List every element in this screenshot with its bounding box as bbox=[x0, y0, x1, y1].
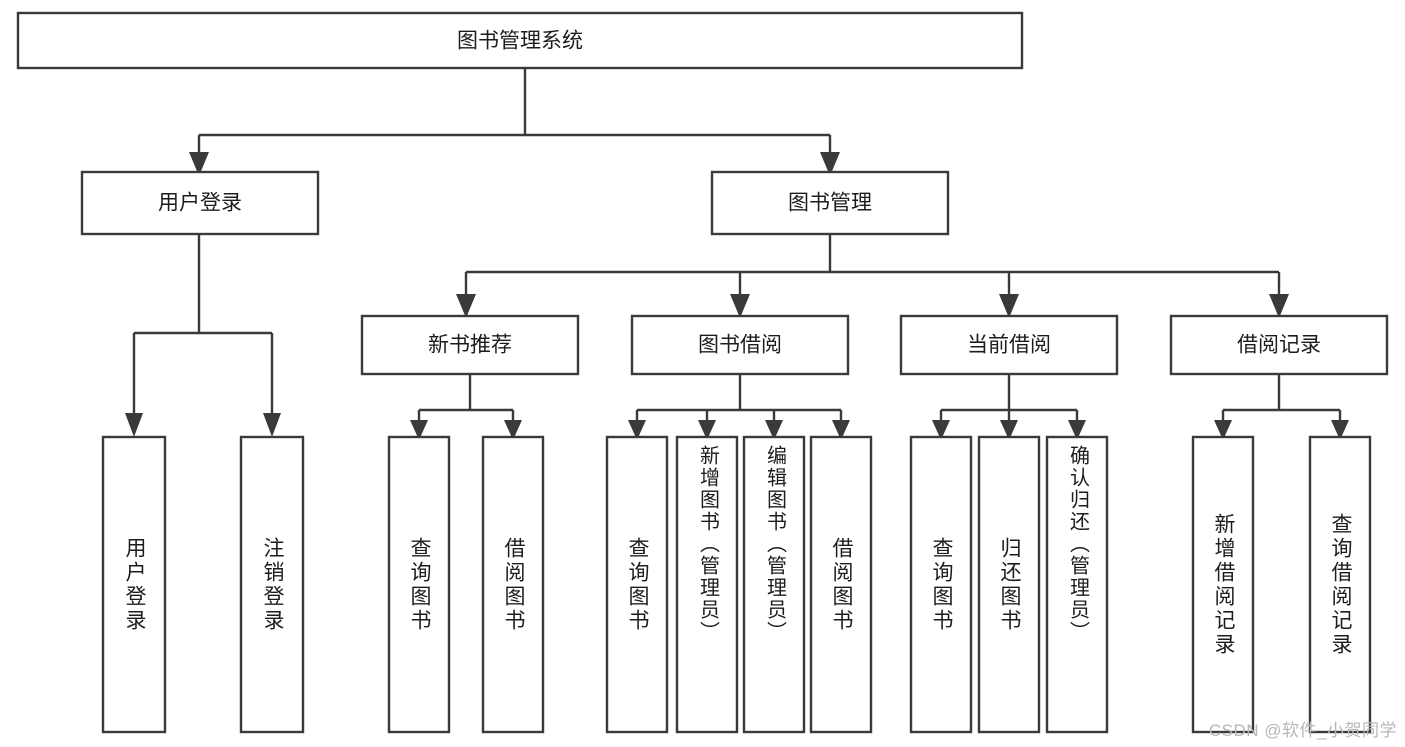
leaf-node-logout[interactable]: 注销登录 bbox=[239, 435, 305, 734]
arrowhead-currentborrow-leaf-1 bbox=[932, 420, 950, 440]
node-root-label: 图书管理系统 bbox=[457, 30, 583, 53]
leaf-node-logout-label: 注销登录 bbox=[261, 536, 285, 633]
arrowhead-leaf-user-login bbox=[125, 413, 143, 437]
leaf-node-user-login-label: 用户登录 bbox=[123, 536, 147, 633]
arrowhead-bookborrow-leaf-1 bbox=[628, 420, 646, 440]
arrowhead-newbook-leaf-2 bbox=[504, 420, 522, 440]
leaf-node-currentborrow-query-book-label: 查询图书 bbox=[930, 536, 954, 633]
leaf-node-borrowrecord-add-record-label: 新增借阅记录 bbox=[1212, 512, 1236, 657]
node-book-borrow-label: 图书借阅 bbox=[698, 334, 782, 357]
arrowhead-current-borrow bbox=[999, 294, 1019, 318]
arrowhead-currentborrow-leaf-3 bbox=[1068, 420, 1086, 440]
leaf-node-bookborrow-edit-book[interactable]: 编辑图书（管理员） bbox=[742, 435, 806, 734]
node-new-book-recommend[interactable]: 新书推荐 bbox=[360, 314, 580, 376]
leaf-node-bookborrow-add-book-label: 新增图书（管理员） bbox=[696, 445, 719, 643]
leaf-node-currentborrow-confirm-return-label: 确认归还（管理员） bbox=[1066, 445, 1089, 643]
connector-layer bbox=[132, 68, 1342, 420]
arrowhead-book-manage bbox=[820, 152, 840, 176]
leaf-node-newbook-query-book[interactable]: 查询图书 bbox=[387, 435, 451, 734]
node-new-book-recommend-label: 新书推荐 bbox=[428, 334, 512, 357]
arrowhead-borrow-record bbox=[1269, 294, 1289, 318]
node-book-management[interactable]: 图书管理 bbox=[710, 170, 950, 236]
leaf-node-borrowrecord-query-record[interactable]: 查询借阅记录 bbox=[1308, 435, 1372, 734]
node-borrow-record[interactable]: 借阅记录 bbox=[1169, 314, 1389, 376]
leaf-node-bookborrow-borrow-book-label: 借阅图书 bbox=[830, 536, 854, 633]
arrowhead-user-login bbox=[189, 152, 209, 176]
leaf-node-currentborrow-confirm-return[interactable]: 确认归还（管理员） bbox=[1045, 435, 1109, 734]
node-book-management-label: 图书管理 bbox=[788, 192, 872, 215]
arrowhead-bookborrow-leaf-2 bbox=[698, 420, 716, 440]
arrowhead-borrowrecord-leaf-1 bbox=[1214, 420, 1232, 440]
leaf-node-user-login[interactable]: 用户登录 bbox=[101, 435, 167, 734]
arrowhead-currentborrow-leaf-2 bbox=[1000, 420, 1018, 440]
node-current-borrow[interactable]: 当前借阅 bbox=[899, 314, 1119, 376]
leaf-node-newbook-query-book-label: 查询图书 bbox=[408, 536, 432, 633]
arrowhead-leaf-logout bbox=[263, 413, 281, 437]
node-user-login-label: 用户登录 bbox=[158, 192, 242, 215]
leaf-node-bookborrow-query-book[interactable]: 查询图书 bbox=[605, 435, 669, 734]
node-user-login[interactable]: 用户登录 bbox=[80, 170, 320, 236]
arrowhead-borrowrecord-leaf-2 bbox=[1331, 420, 1349, 440]
leaf-node-bookborrow-add-book[interactable]: 新增图书（管理员） bbox=[675, 435, 739, 734]
leaf-node-newbook-borrow-book[interactable]: 借阅图书 bbox=[481, 435, 545, 734]
node-borrow-record-label: 借阅记录 bbox=[1237, 334, 1321, 357]
leaf-node-currentborrow-query-book[interactable]: 查询图书 bbox=[909, 435, 973, 734]
arrowhead-new-book bbox=[456, 294, 476, 318]
arrowhead-book-borrow bbox=[730, 294, 750, 318]
leaf-node-borrowrecord-query-record-label: 查询借阅记录 bbox=[1329, 512, 1353, 657]
leaf-node-bookborrow-edit-book-label: 编辑图书（管理员） bbox=[763, 445, 786, 643]
node-current-borrow-label: 当前借阅 bbox=[967, 334, 1051, 357]
leaf-node-bookborrow-borrow-book[interactable]: 借阅图书 bbox=[809, 435, 873, 734]
leaf-node-bookborrow-query-book-label: 查询图书 bbox=[626, 536, 650, 633]
node-root-book-management-system[interactable]: 图书管理系统 bbox=[16, 11, 1024, 70]
node-book-borrow[interactable]: 图书借阅 bbox=[630, 314, 850, 376]
arrowhead-newbook-leaf-1 bbox=[410, 420, 428, 440]
arrowhead-bookborrow-leaf-4 bbox=[832, 420, 850, 440]
leaf-node-borrowrecord-add-record[interactable]: 新增借阅记录 bbox=[1191, 435, 1255, 734]
leaf-node-newbook-borrow-book-label: 借阅图书 bbox=[502, 536, 526, 633]
leaf-node-currentborrow-return-book[interactable]: 归还图书 bbox=[977, 435, 1041, 734]
arrowhead-layer bbox=[125, 152, 1349, 440]
arrowhead-bookborrow-leaf-3 bbox=[765, 420, 783, 440]
leaf-node-currentborrow-return-book-label: 归还图书 bbox=[998, 536, 1022, 633]
